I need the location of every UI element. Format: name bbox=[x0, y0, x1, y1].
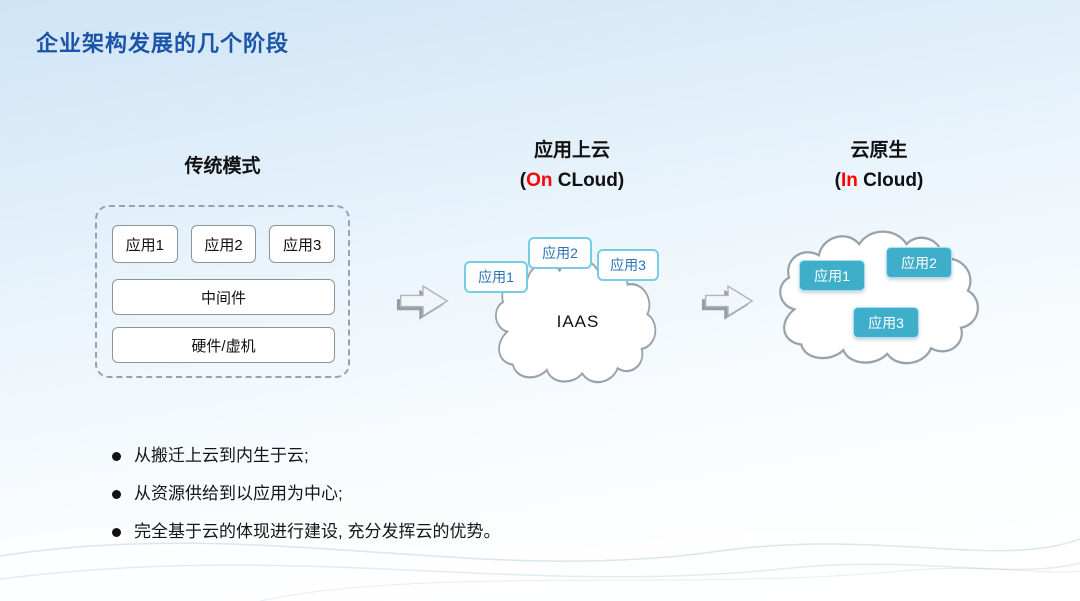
arrow-right-icon bbox=[396, 284, 449, 320]
on-cloud-app-2: 应用2 bbox=[528, 237, 592, 269]
stage-title-cloud-native: 云原生 (In Cloud) bbox=[772, 136, 986, 196]
on-cloud-subtitle: (On CLoud) bbox=[468, 166, 676, 196]
in-cloud-app-3: 应用3 bbox=[853, 307, 919, 338]
cloud-native-title-cn: 云原生 bbox=[850, 140, 908, 161]
page-title: 企业架构发展的几个阶段 bbox=[36, 31, 290, 56]
bullet-text: 从搬迁上云到内生于云; bbox=[134, 446, 309, 465]
cloud-native-subtitle: (In Cloud) bbox=[772, 166, 986, 196]
subtitle-rest: CLoud) bbox=[552, 170, 625, 191]
iaas-label: IAAS bbox=[556, 312, 600, 331]
on-cloud-app-3: 应用3 bbox=[597, 249, 659, 281]
bullet-dot-icon bbox=[112, 528, 121, 537]
traditional-stack-container: 应用1 应用2 应用3 中间件 硬件/虚机 bbox=[95, 205, 350, 378]
on-cloud-app-1: 应用1 bbox=[464, 261, 528, 293]
in-cloud-app-1: 应用1 bbox=[799, 260, 865, 291]
bullet-item: 完全基于云的体现进行建设, 充分发挥云的优势。 bbox=[112, 520, 500, 544]
traditional-app-2: 应用2 bbox=[190, 225, 257, 263]
stage-title-on-cloud: 应用上云 (On CLoud) bbox=[468, 136, 676, 196]
in-cloud-app-2: 应用2 bbox=[886, 247, 952, 278]
traditional-app-1: 应用1 bbox=[112, 225, 178, 263]
hardware-vm-box: 硬件/虚机 bbox=[112, 327, 335, 363]
subtitle-paren: ( bbox=[519, 170, 527, 191]
bullet-dot-icon bbox=[112, 490, 121, 499]
traditional-app-row: 应用1 应用2 应用3 bbox=[112, 225, 336, 263]
bullet-text: 从资源供给到以应用为中心; bbox=[134, 484, 343, 503]
subtitle-rest: Cloud) bbox=[857, 170, 924, 191]
middleware-box: 中间件 bbox=[112, 279, 335, 315]
bullet-item: 从资源供给到以应用为中心; bbox=[112, 482, 500, 506]
bullet-item: 从搬迁上云到内生于云; bbox=[112, 444, 500, 468]
bullet-text: 完全基于云的体现进行建设, 充分发挥云的优势。 bbox=[134, 522, 501, 541]
subtitle-highlight: In bbox=[841, 170, 858, 191]
cloud-native-cloud-shape bbox=[779, 230, 979, 365]
subtitle-paren: ( bbox=[834, 170, 841, 191]
traditional-app-3: 应用3 bbox=[269, 225, 336, 263]
arrow-right-icon bbox=[701, 284, 754, 320]
subtitle-highlight: On bbox=[526, 170, 553, 191]
stage-title-traditional: 传统模式 bbox=[184, 156, 261, 177]
bullet-list: 从搬迁上云到内生于云; 从资源供给到以应用为中心; 完全基于云的体现进行建设, … bbox=[112, 444, 500, 558]
bullet-dot-icon bbox=[112, 452, 121, 461]
on-cloud-title-cn: 应用上云 bbox=[533, 140, 610, 161]
